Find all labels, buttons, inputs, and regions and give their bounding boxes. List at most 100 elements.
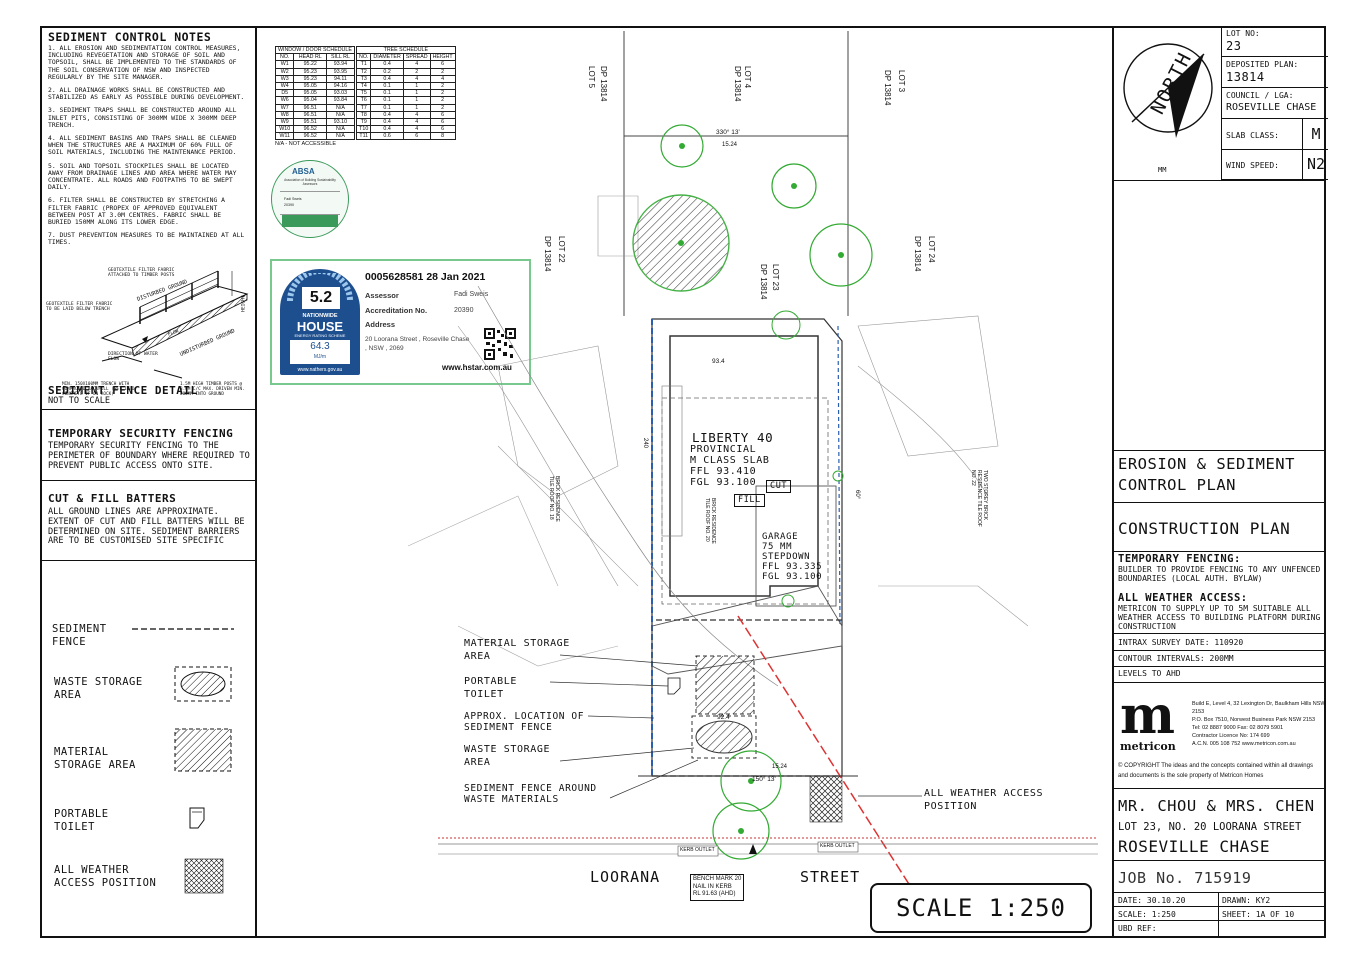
address-line: Tel: 02 8887 9000 Fax: 02 8079 5901	[1192, 725, 1284, 731]
divider	[1114, 633, 1326, 634]
note-item: 7. DUST PREVENTION MEASURES TO BE MAINTA…	[48, 231, 245, 247]
sediment-fence-location-label: APPROX. LOCATION OF SEDIMENT FENCE	[464, 711, 585, 733]
temporary-fencing-text: BUILDER TO PROVIDE FENCING TO ANY UNFENC…	[1118, 565, 1321, 583]
tree-icon	[632, 194, 730, 292]
lot-no-value: 23	[1226, 39, 1242, 53]
cutfill-text: ALL GROUND LINES ARE APPROXIMATE. EXTENT…	[48, 507, 245, 547]
dimension-left: 240	[642, 438, 648, 449]
note-item: 1. ALL EROSION AND SEDIMENTATION CONTROL…	[48, 44, 241, 81]
garage-label: GARAGE	[762, 532, 799, 542]
kerb-outlet-label: KERB OUTLET	[680, 847, 715, 853]
detail-label-height: HEIGHT	[241, 295, 247, 312]
address-line: Build E, Level 4, 32 Lexington Dr, Baulk…	[1192, 701, 1326, 715]
tree-icon	[660, 124, 704, 168]
divider	[1114, 892, 1326, 893]
detail-label-direction: DIRECTION OF WATER FLOW	[108, 352, 158, 362]
divider	[1114, 450, 1326, 451]
detail-subtitle: NOT TO SCALE	[48, 396, 111, 406]
council-value: ROSEVILLE CHASE	[1226, 102, 1317, 113]
dp-label: DP 13814	[599, 66, 608, 102]
divider	[1114, 551, 1326, 552]
street-name-left: LOORANA	[590, 868, 661, 886]
levels-note: LEVELS TO AHD	[1118, 669, 1181, 678]
lot-label: LOT 23	[771, 264, 780, 291]
street-name-right: STREET	[800, 868, 861, 886]
col-header: SILL RL	[326, 53, 355, 62]
north-arrow-icon	[1123, 43, 1213, 138]
hstar-url: www.hstar.com.au	[442, 363, 512, 372]
absa-line1: Association of Building Sustainability A…	[284, 178, 336, 186]
waste-storage-label: WASTE STORAGE AREA	[464, 744, 551, 768]
qr-code-icon	[484, 328, 516, 360]
drawing-date: DATE: 30.10.20	[1118, 896, 1186, 905]
tree-schedule-title: TREE SCHEDULE	[356, 45, 456, 55]
dp-label: DP 13814	[733, 66, 742, 102]
legend-sediment-fence-symbol	[132, 628, 234, 630]
council-label: COUNCIL / LGA:	[1226, 91, 1294, 100]
tree-icon	[832, 470, 844, 482]
accred-label: Accreditation No.	[365, 306, 428, 315]
wind-speed-label: WIND SPEED:	[1226, 161, 1279, 170]
security-text: TEMPORARY SECURITY FENCING TO THE PERIME…	[48, 441, 250, 471]
lot-no-label: LOT NO:	[1226, 29, 1260, 38]
deposited-plan-label: DEPOSITED PLAN:	[1226, 60, 1299, 69]
dp-label: DP 13814	[913, 236, 922, 272]
tree-icon	[781, 594, 795, 608]
absa-logo-text: ABSA	[292, 167, 315, 176]
divider	[40, 560, 255, 561]
sediment-fence-waste-label: SEDIMENT FENCE AROUND WASTE MATERIALS	[464, 783, 597, 805]
legend-access-symbol	[184, 858, 224, 894]
star-rating-icon	[287, 273, 353, 302]
spot-level: 92.4	[717, 714, 730, 721]
assessor-value: Fadi Sweis	[454, 291, 489, 298]
detail-label-backfill: MIN. 150X100MM TRENCH WITH COMPACTED BAC…	[62, 382, 135, 397]
security-title: TEMPORARY SECURITY FENCING	[48, 427, 234, 440]
cut-label: CUT	[766, 480, 792, 493]
accred-value: 20390	[454, 307, 474, 314]
address-value: 20 Loorana Street , Roseville Chase , NS…	[365, 336, 470, 352]
left-notes-column: SEDIMENT CONTROL NOTES 1. ALL EROSION AN…	[40, 26, 257, 938]
house-facade: PROVINCIAL	[690, 444, 757, 455]
slab-class-value: M	[1302, 119, 1329, 149]
divider	[40, 409, 255, 410]
lot-label: LOT 4	[743, 66, 752, 89]
note-item: 3. SEDIMENT TRAPS SHALL BE CONSTRUCTED A…	[48, 106, 237, 129]
contour-intervals: CONTOUR INTERVALS: 200MM	[1118, 654, 1234, 663]
job-number: JOB No. 715919	[1118, 869, 1252, 887]
badge-brand3: ENERGY RATING SCHEME	[294, 333, 346, 338]
detail-title: SEDIMENT FENCE DETAIL	[48, 384, 198, 397]
col-header: HEIGHT	[429, 53, 456, 62]
divider	[1114, 860, 1326, 861]
site-address: LOT 23, NO. 20 LOORANA STREET	[1118, 821, 1302, 833]
lot-label: LOT 5	[587, 66, 596, 89]
dimension-right: 60°	[854, 490, 860, 500]
fill-label: FILL	[734, 494, 765, 507]
col-header: NO.	[355, 53, 372, 62]
note-item: 4. ALL SEDIMENT BASINS AND TRAPS SHALL B…	[48, 134, 237, 157]
dp-label: DP 13814	[543, 236, 552, 272]
bearing-bottom: 150° 13'	[752, 776, 776, 783]
metricon-logo-icon: m	[1120, 685, 1176, 746]
bench-mark-line: BENCH MARK 20	[693, 876, 742, 882]
slab-class: M CLASS SLAB	[690, 455, 770, 466]
all-weather-access-text: METRICON TO SUPPLY UP TO 5M SUITABLE ALL…	[1118, 604, 1321, 631]
divider	[1114, 666, 1326, 667]
divider	[40, 480, 255, 481]
slab-class-label: SLAB CLASS:	[1226, 131, 1279, 140]
col-header: NO.	[274, 53, 295, 62]
absa-green-band	[282, 215, 338, 227]
copyright-note: © COPYRIGHT The ideas and the concepts c…	[1118, 763, 1313, 779]
badge-brand1: NATIONWIDE	[302, 313, 338, 319]
spot-level: 93.4	[712, 358, 725, 365]
divider	[1114, 906, 1326, 907]
note-item: 5. SOIL AND TOPSOIL STOCKPILES SHALL BE …	[48, 161, 237, 192]
nathers-url: www.nathers.gov.au	[297, 367, 343, 373]
house-fgl: FGL 93.100	[690, 477, 757, 488]
scale-badge: SCALE 1:250	[870, 883, 1092, 933]
sheet-number: SHEET: 1A OF 10	[1222, 910, 1295, 919]
address-line: A.C.N. 005 108 752 www.metricon.com.au	[1192, 741, 1296, 747]
client-name: MR. CHOU & MRS. CHEN	[1118, 797, 1315, 815]
energy-unit: MJ/m	[313, 354, 327, 360]
